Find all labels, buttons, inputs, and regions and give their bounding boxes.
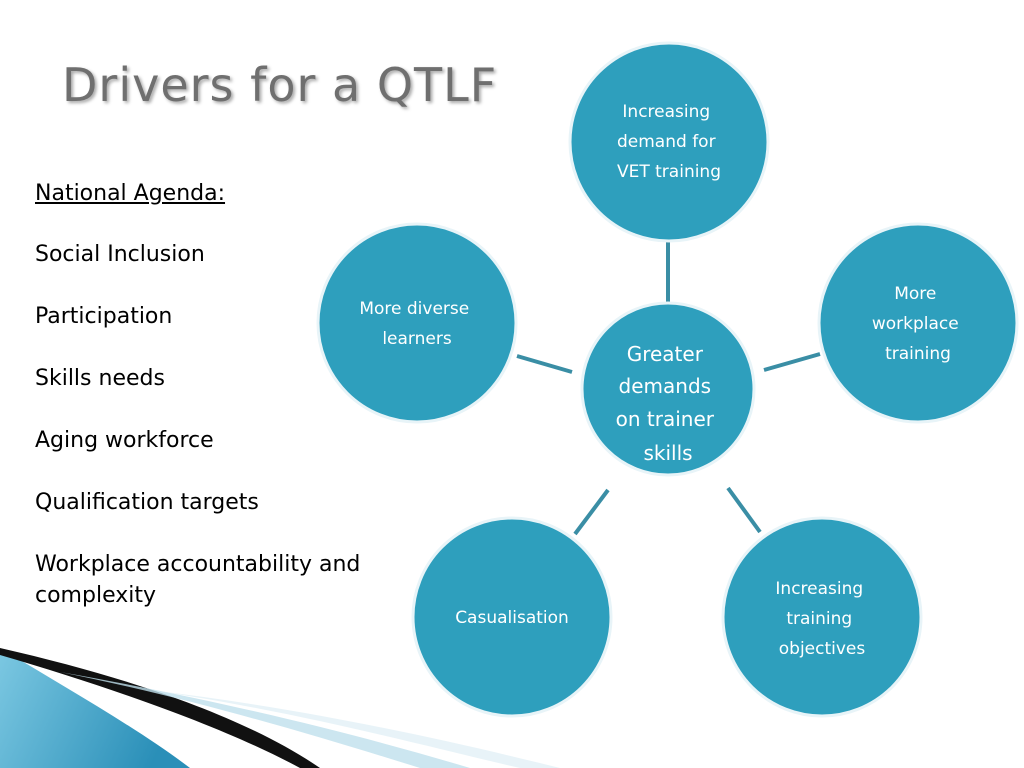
- agenda-item-qualification-targets: Qualification targets: [35, 490, 259, 515]
- node-bottom-left-text: Casualisation: [455, 608, 569, 628]
- connector-bottom-right: [726, 486, 762, 534]
- slide-title: Drivers for a QTLF: [62, 58, 498, 112]
- node-circle-bottom-right: [721, 516, 923, 718]
- connector-left: [516, 354, 573, 374]
- node-right-text: More workplace training: [872, 284, 964, 364]
- national-agenda-list: National Agenda: Social Inclusion Partic…: [35, 178, 435, 611]
- agenda-item-social-inclusion: Social Inclusion: [35, 242, 205, 267]
- center-text: Greater demands on trainer skills: [616, 342, 721, 465]
- node-left-text: More diverse learners: [359, 299, 474, 349]
- node-circle-top: [568, 41, 770, 243]
- corner-wave-decoration: [0, 648, 560, 768]
- agenda-heading: National Agenda:: [35, 181, 226, 206]
- center-circle: [580, 301, 756, 477]
- agenda-item-aging-workforce: Aging workforce: [35, 428, 214, 453]
- agenda-item-skills-needs: Skills needs: [35, 366, 165, 391]
- connector-right: [763, 352, 821, 372]
- node-circle-bottom-left: [411, 516, 613, 718]
- connector-bottom-left: [573, 488, 610, 536]
- node-circle-right: [817, 222, 1019, 424]
- node-circle-left: [316, 222, 518, 424]
- node-top-text: Increasing demand for VET training: [617, 102, 721, 182]
- agenda-item-workplace-accountability: Workplace accountability and complexity: [35, 552, 361, 608]
- agenda-item-participation: Participation: [35, 304, 173, 329]
- node-bottom-right-text: Increasing training objectives: [775, 579, 868, 659]
